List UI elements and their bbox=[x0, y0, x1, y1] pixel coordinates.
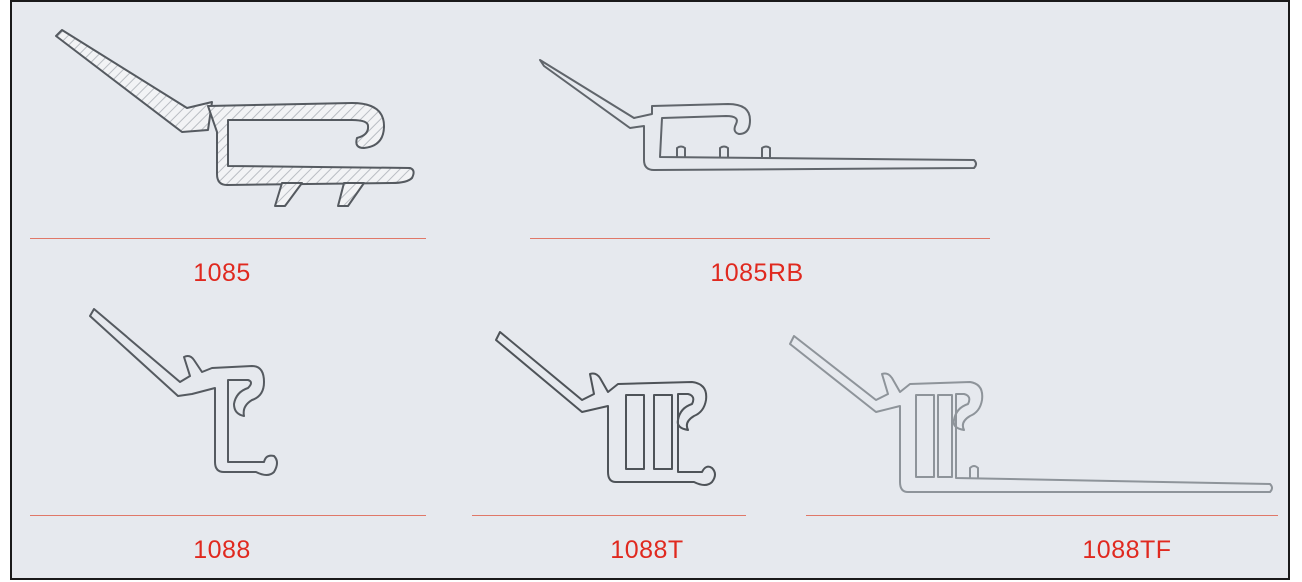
divider-rule bbox=[30, 515, 426, 516]
profile-drawings bbox=[55, 29, 1273, 493]
profile-code-label: 1085 bbox=[193, 259, 251, 287]
profile-code-label: 1088TF bbox=[1082, 536, 1172, 564]
profile-drawing-1088t bbox=[495, 331, 716, 486]
divider-rule bbox=[472, 515, 746, 516]
divider-rule bbox=[30, 238, 426, 239]
divider-rule bbox=[806, 515, 1278, 516]
profile-drawing-1088tf bbox=[789, 335, 1273, 493]
profile-drawing-1088 bbox=[89, 308, 278, 476]
profile-catalog-panel: 1085 1085RB 1088 1088T 1088TF bbox=[10, 0, 1290, 580]
profile-code-label: 1088 bbox=[193, 536, 251, 564]
profile-code-label: 1088T bbox=[610, 536, 684, 564]
profile-drawing-1085rb bbox=[539, 59, 977, 171]
profile-code-label: 1085RB bbox=[710, 259, 804, 287]
divider-rule bbox=[530, 238, 990, 239]
profile-drawing-1085 bbox=[55, 29, 415, 207]
